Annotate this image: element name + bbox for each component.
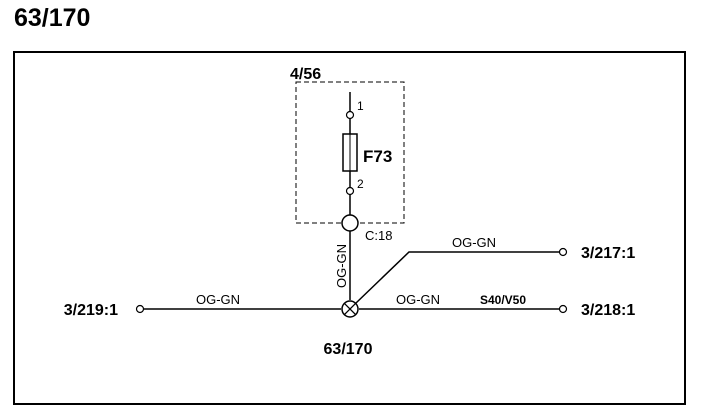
splice-cross-b — [343, 302, 357, 316]
terminal-upper-right-label: 3/217:1 — [581, 245, 635, 262]
connector-label: C:18 — [365, 228, 392, 243]
pin-2-terminal — [345, 186, 355, 196]
terminal-upper-right — [558, 247, 568, 257]
pin-1-label: 1 — [357, 99, 364, 113]
terminal-left-label: 3/219:1 — [64, 302, 118, 319]
pin-2-label: 2 — [357, 177, 364, 191]
page-title: 63/170 — [14, 4, 91, 32]
fuse-label: F73 — [363, 147, 392, 166]
wire-right-code: S40/V50 — [480, 293, 526, 307]
wire-left-color: OG-GN — [196, 292, 240, 307]
wire-upper-right — [355, 251, 560, 304]
splice-label: 63/170 — [324, 341, 373, 358]
diagram-frame — [13, 51, 686, 405]
terminal-right-label: 3/218:1 — [581, 302, 635, 319]
wire-upper-right-color: OG-GN — [452, 235, 496, 250]
wire-right-color: OG-GN — [396, 292, 440, 307]
connector-symbol — [341, 214, 359, 232]
terminal-right — [558, 304, 568, 314]
pin-1-terminal — [345, 110, 355, 120]
wire-vertical-color: OG-GN — [334, 244, 349, 288]
component-box — [295, 81, 405, 224]
component-ref: 4/56 — [290, 66, 321, 83]
terminal-left — [135, 304, 145, 314]
